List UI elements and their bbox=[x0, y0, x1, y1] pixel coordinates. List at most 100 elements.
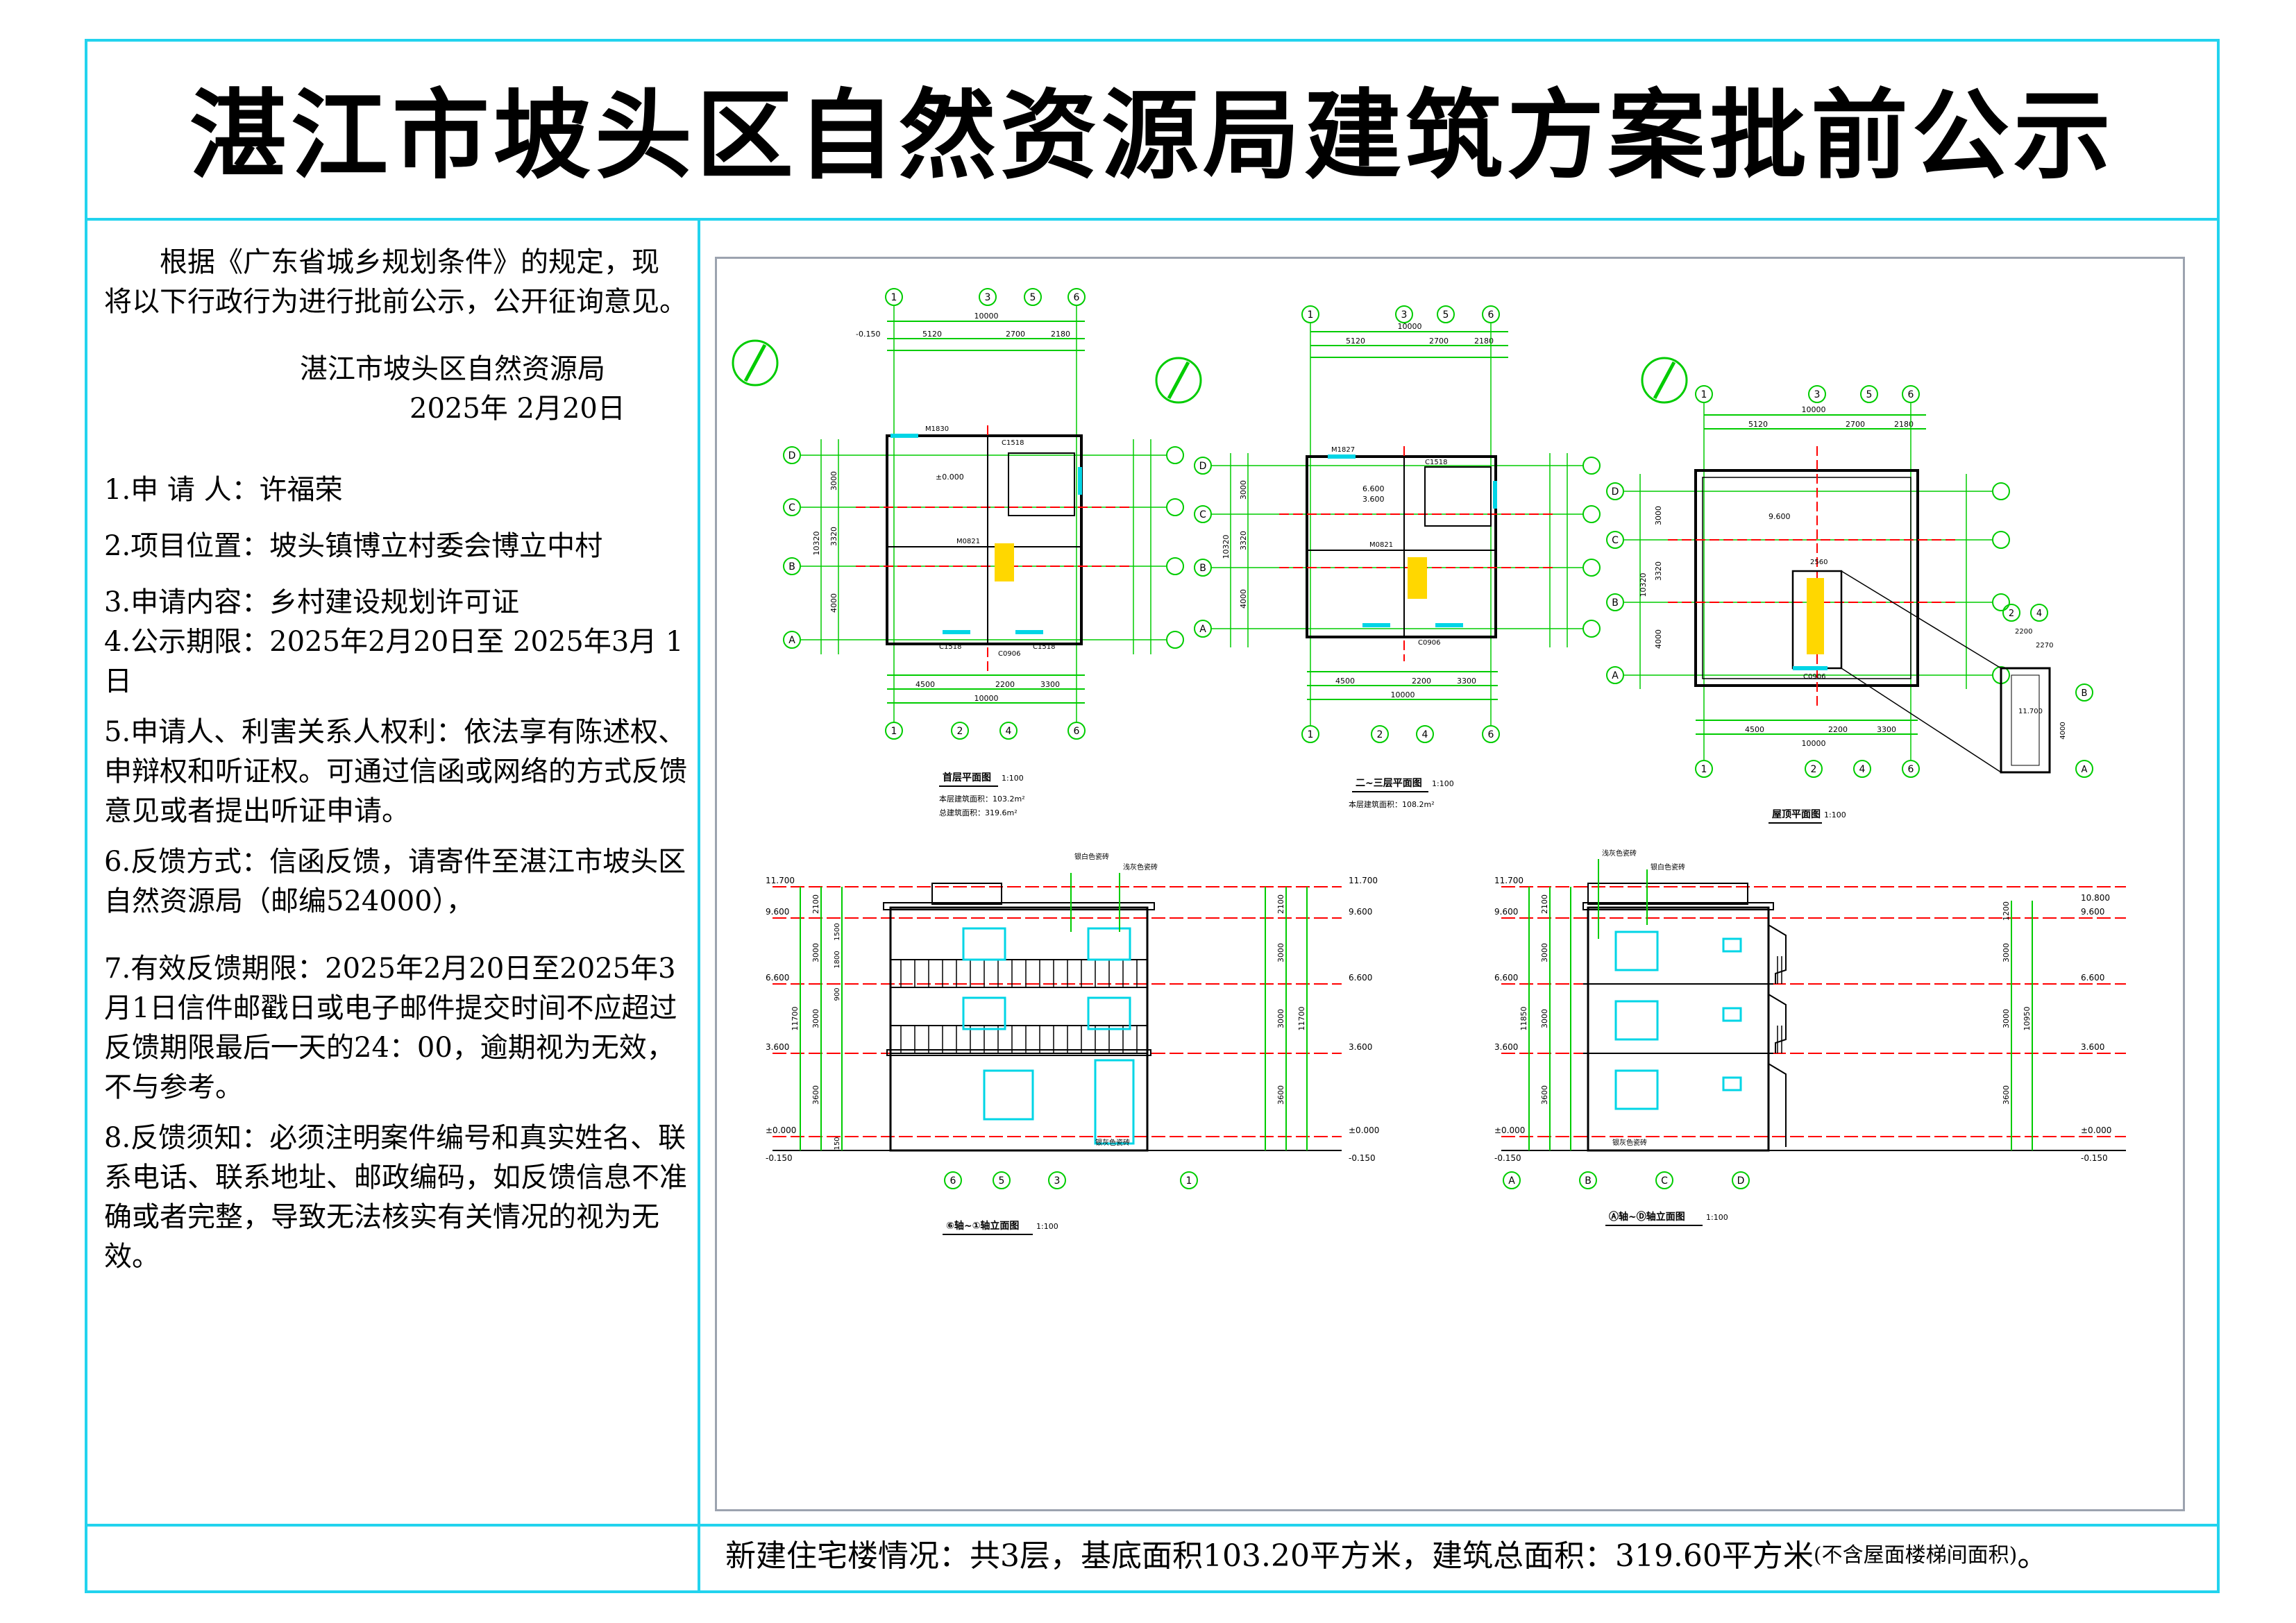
elev1-dim-total: 11700 bbox=[791, 1007, 800, 1031]
plan3-dim-total-bottom: 10000 bbox=[1802, 739, 1826, 748]
elev1-callout-1: 银白色瓷砖 bbox=[1074, 852, 1109, 861]
notice-text: 根据《广东省城乡规划条件》的规定，现 将以下行政行为进行批前公示，公开征询意见。… bbox=[104, 243, 694, 1288]
plan3-detail-axis-0: 2 bbox=[2009, 609, 2014, 619]
title-divider bbox=[85, 218, 2220, 221]
footer-end: 。 bbox=[2017, 1538, 2048, 1574]
elev2-axis-3: D bbox=[1737, 1175, 1745, 1187]
elev1-axis-3: 1 bbox=[1186, 1175, 1192, 1187]
plan3-scale: 1:100 bbox=[1824, 810, 1846, 819]
elev2-dim-3: 3600 bbox=[1540, 1085, 1549, 1105]
architectural-drawings: 10000 5120 2700 2180 -0.150 1 3 5 6 1 2 … bbox=[717, 288, 2126, 1235]
plan3-detail-dim-0: 2200 bbox=[2015, 628, 2032, 636]
plan3-axis-top-2: 5 bbox=[1866, 389, 1873, 400]
elev1-axis-1: 5 bbox=[999, 1175, 1005, 1187]
plan3-title: 屋顶平面图 bbox=[1772, 809, 1821, 820]
elev2-right-dim-1: 3000 bbox=[2002, 943, 2011, 962]
plan1-dim-side-1: 3320 bbox=[829, 527, 838, 546]
elev1-dim-2: 3000 bbox=[811, 1009, 820, 1028]
elev2-axis-0: A bbox=[1508, 1175, 1515, 1187]
plan3-detail-dim-1: 2270 bbox=[2036, 642, 2053, 649]
plan3-axis-side-1: C bbox=[1612, 535, 1619, 546]
elev1-dim-total-r: 11700 bbox=[1297, 1007, 1306, 1031]
plan2-axis-bottom-0: 1 bbox=[1308, 729, 1314, 740]
item-location: 2.项目位置：坡头镇博立村委会博立中村 bbox=[104, 530, 603, 562]
plan1-door-1: C1518 bbox=[1002, 439, 1024, 447]
elev1-level-2: 6.600 bbox=[766, 973, 789, 983]
notice-intro: 根据《广东省城乡规划条件》的规定，现 将以下行政行为进行批前公示，公开征询意见。 bbox=[104, 246, 687, 318]
elev2-right-level-5: -0.150 bbox=[2081, 1153, 2108, 1163]
plan3-dim-side-total: 10320 bbox=[1639, 573, 1648, 597]
plan1-dim-top-1: 2700 bbox=[1006, 330, 1025, 339]
elev2-level-4: ±0.000 bbox=[1494, 1125, 1525, 1135]
elev1-level-r0: 11.700 bbox=[1349, 876, 1378, 885]
plan2-door-2: C0906 bbox=[1418, 639, 1440, 647]
plan1-title: 首层平面图 bbox=[943, 772, 991, 783]
elev1-scale: 1:100 bbox=[1036, 1222, 1058, 1231]
plan3-axis-side-0: D bbox=[1612, 486, 1619, 498]
plan2-door-3: M0821 bbox=[1369, 541, 1393, 549]
plan2-level-2: 3.600 bbox=[1362, 495, 1385, 504]
plan1-axis-top-0: 1 bbox=[891, 292, 897, 303]
elev1-dim-r1: 3000 bbox=[1276, 943, 1285, 962]
plan1-door-3: M0821 bbox=[956, 538, 980, 545]
plan3-detail-level: 11.700 bbox=[2018, 708, 2043, 715]
elev1-level-4: ±0.000 bbox=[766, 1125, 796, 1135]
plan2-dim-side-total: 10320 bbox=[1222, 535, 1231, 559]
plan3-detail-side-dim: 4000 bbox=[2059, 722, 2067, 739]
plan3-axis-top-3: 6 bbox=[1908, 389, 1914, 400]
item-content: 3.申请内容：乡村建设规划许可证 bbox=[104, 586, 520, 618]
plan3-dim-top-1: 2700 bbox=[1846, 420, 1865, 429]
elev1-axis-2: 3 bbox=[1054, 1175, 1061, 1187]
page-title: 湛江市坡头区自然资源局建筑方案批前公示 bbox=[189, 79, 2115, 193]
plan3-dim-bottom-0: 4500 bbox=[1745, 725, 1764, 734]
plan1-scale: 1:100 bbox=[1002, 774, 1024, 783]
plan3-stair-door: C0906 bbox=[1803, 673, 1825, 681]
elev1-level-3: 3.600 bbox=[766, 1042, 789, 1052]
footer-note: (不含屋面楼梯间面积) bbox=[1813, 1543, 2018, 1567]
elev1-level-0: 11.700 bbox=[766, 876, 795, 885]
elev1-dim-1: 3000 bbox=[811, 943, 820, 962]
plan1-axis-side-1: C bbox=[788, 502, 795, 513]
elev1-level-r1: 9.600 bbox=[1349, 907, 1372, 917]
plan1-dim-side-2: 4000 bbox=[829, 593, 838, 613]
elev1-level-1: 9.600 bbox=[766, 907, 789, 917]
plan1-door-5: C1518 bbox=[1033, 643, 1055, 651]
elev1-sub-dim-1: 1800 bbox=[834, 951, 841, 968]
elevation-6-1: 11.700 9.600 6.600 3.600 ±0.000 -0.150 1… bbox=[766, 852, 1379, 1235]
elev2-scale: 1:100 bbox=[1706, 1213, 1728, 1222]
elev2-callout-2: 银白色瓷砖 bbox=[1651, 863, 1685, 872]
item-feedback-notes: 8.反馈须知：必须注明案件编号和真实姓名、联系电话、联系地址、邮政编码，如反馈信… bbox=[104, 1122, 687, 1273]
outer-border bbox=[85, 39, 2220, 1593]
elev2-level-5: -0.150 bbox=[1494, 1153, 1521, 1163]
plan2-axis-bottom-3: 6 bbox=[1488, 729, 1494, 740]
elev1-dim-r3: 3600 bbox=[1276, 1085, 1285, 1105]
north-arrow-icon bbox=[1642, 358, 1687, 402]
elev2-right-dim-total: 10950 bbox=[2023, 1007, 2032, 1031]
plan1-axis-bottom-1: 2 bbox=[957, 726, 963, 737]
plan3-dim-bottom-2: 3300 bbox=[1877, 725, 1896, 734]
plan2-dim-bottom-1: 2200 bbox=[1412, 677, 1431, 686]
column-divider bbox=[698, 218, 700, 1593]
plan3-dim-bottom-1: 2200 bbox=[1828, 725, 1848, 734]
elev2-title: Ⓐ轴~Ⓓ轴立面图 bbox=[1609, 1211, 1685, 1223]
plan1-axis-top-3: 6 bbox=[1074, 292, 1080, 303]
plan1-door-4: C1518 bbox=[939, 643, 961, 651]
plan2-dim-bottom-2: 3300 bbox=[1457, 677, 1476, 686]
elev2-level-2: 6.600 bbox=[1494, 973, 1518, 983]
plan3-dim-top-2: 2180 bbox=[1894, 420, 1914, 429]
plan1-axis-bottom-0: 1 bbox=[891, 726, 897, 737]
plan2-axis-side-2: B bbox=[1199, 563, 1206, 574]
plan1-axis-bottom-2: 4 bbox=[1006, 726, 1012, 737]
plan2-axis-top-0: 1 bbox=[1308, 309, 1314, 321]
plan2-axis-bottom-1: 2 bbox=[1377, 729, 1383, 740]
plan2-axis-top-2: 5 bbox=[1443, 309, 1449, 321]
elev2-dim-total: 11850 bbox=[1519, 1007, 1528, 1031]
plan2-axis-side-3: A bbox=[1199, 624, 1206, 635]
plan3-axis-top-1: 3 bbox=[1814, 389, 1821, 400]
plan2-door-1: C1518 bbox=[1425, 459, 1447, 466]
plan3-detail-side-axis-1: A bbox=[2082, 765, 2088, 775]
plan2-dim-top-2: 2180 bbox=[1474, 337, 1494, 346]
plan2-dim-top-1: 2700 bbox=[1429, 337, 1449, 346]
signature-org: 湛江市坡头区自然资源局 bbox=[300, 353, 605, 385]
plan3-detail-axis-1: 4 bbox=[2036, 609, 2042, 619]
